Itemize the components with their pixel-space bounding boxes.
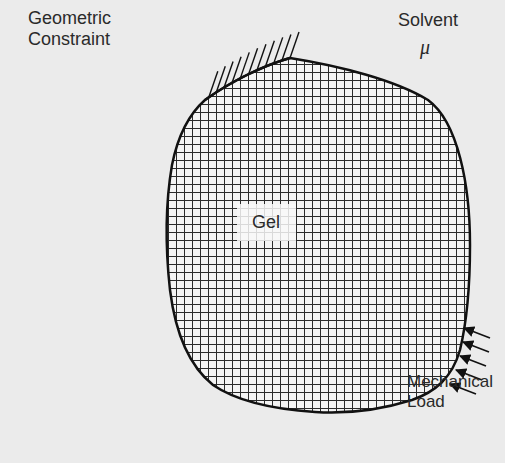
constraint-edge: [205, 58, 290, 100]
gel-fill: [167, 58, 470, 413]
gel-label: Gel: [237, 212, 296, 233]
load-arrow: [463, 342, 489, 352]
load-arrow: [464, 328, 490, 338]
solvent-label: Solvent: [398, 10, 493, 31]
load-arrow: [460, 356, 486, 366]
gel-network-mesh: [167, 58, 470, 413]
hatch-stroke: [290, 32, 299, 58]
gel-outline: [167, 58, 470, 413]
constraint-label: Geometric Constraint: [28, 8, 140, 49]
hatch-stroke: [282, 34, 291, 60]
chemical-potential-symbol: μ: [420, 36, 450, 59]
load-label: Mechanical Load: [407, 372, 502, 411]
gel-region: Gel: [237, 204, 296, 241]
